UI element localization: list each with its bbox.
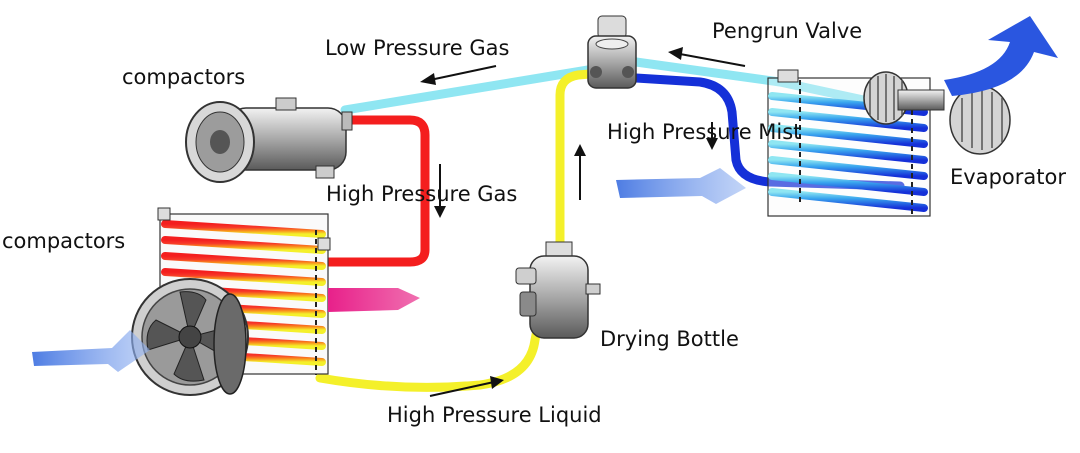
label-high-pressure-gas: High Pressure Gas [326,182,518,206]
label-high-pressure-mist: High Pressure Mist [607,120,802,144]
high-pressure-liquid-pipe [315,310,545,392]
high-pressure-mist-pipe [631,73,905,191]
arrow-pengrun-valve [679,53,746,67]
drying-bottle-icon [515,241,601,339]
hot-air-arrow [328,288,420,312]
cold-air-out-arrow [944,16,1058,96]
arrow-low-pressure-gas [429,65,497,81]
label-low-pressure-gas: Low Pressure Gas [325,36,510,60]
blower-icon [863,71,1011,155]
expansion-valve-icon [587,15,637,89]
airflow-in-arrow [32,330,150,372]
fan-icon [131,278,249,396]
label-compactors-top: compactors [122,65,246,89]
flow-direction-arrows [420,47,746,397]
label-drying-bottle: Drying Bottle [600,327,739,351]
label-compactors-left: compactors [2,229,126,253]
label-pengrun-valve: Pengrun Valve [712,19,863,43]
compressor-icon [185,97,353,183]
airflow-evaporator-arrow [616,168,746,204]
high-pressure-gas-pipe [320,115,430,267]
arrow-high-pressure-liquid [429,381,495,397]
label-high-pressure-liquid: High Pressure Liquid [387,403,602,427]
low-pressure-gas-pipe [340,65,593,115]
high-pressure-liquid-riser [555,69,595,253]
label-evaporator: Evaporator [950,165,1066,189]
